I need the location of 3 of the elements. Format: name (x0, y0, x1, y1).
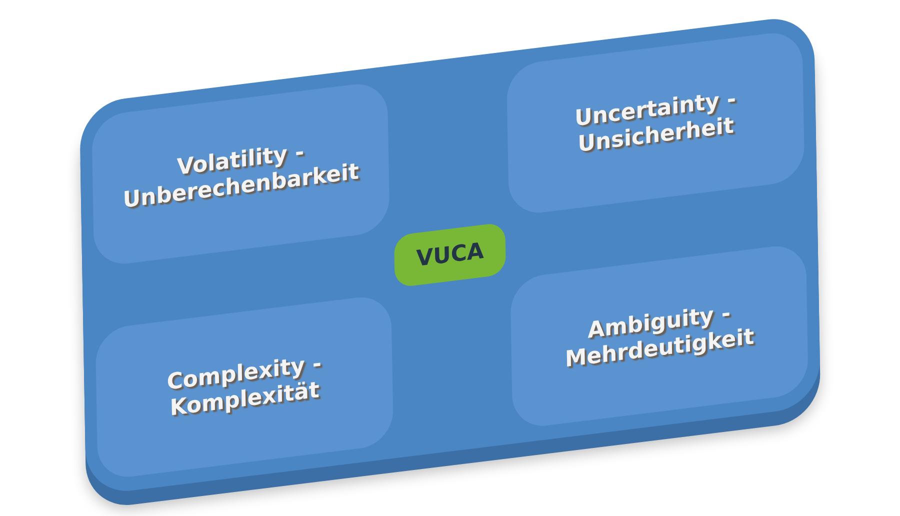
quadrant-label: Uncertainty - Unsicherheit (573, 86, 738, 160)
quadrant-label: Complexity - Komplexität (166, 350, 323, 424)
center-label: VUCA (416, 238, 484, 272)
